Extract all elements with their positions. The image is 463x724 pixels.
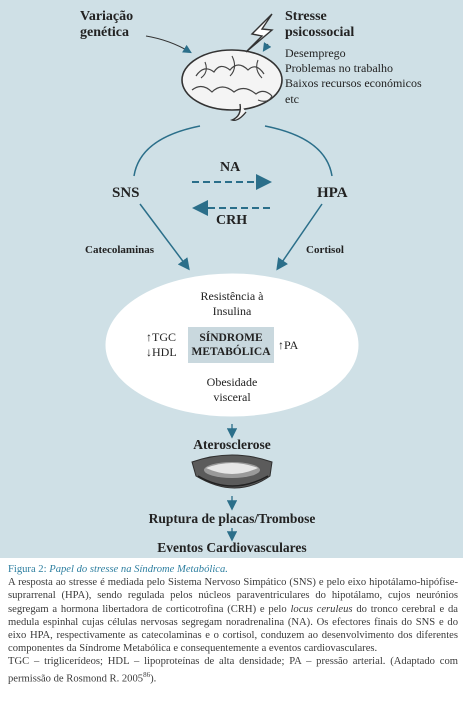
pa-label: ↑PA [278,338,299,352]
sindrome-metabolica-label: SÍNDROME METABÓLICA [191,332,271,358]
arrow-up-icon: ↑ [146,330,152,344]
stress-factor: Problemas no trabalho [285,61,393,76]
stress-factors-list: Desemprego Problemas no trabalho Baixos … [285,46,422,107]
obesidade-visceral-label: Obesidade visceral [206,375,258,404]
arrow-stress-brain [262,42,272,52]
hpa-label: HPA [317,185,348,201]
diagram-graphics [104,13,360,542]
stress-factor: etc [285,91,299,106]
variacao-genetica-label: Variação genética [80,9,134,40]
aterosclerose-label: Aterosclerose [193,437,271,452]
caption-paragraph: A resposta ao stresse é mediada pelo Sis… [8,577,459,655]
sns-label: SNS [112,185,140,201]
eventos-label: Eventos Cardiovasculares [157,540,307,555]
artery-plaque-image [191,454,273,489]
caption-heading: Figura 2: Papel do stresse na Síndrome M… [8,564,228,575]
arc-brain-hpa [264,125,333,177]
stresse-psicossocial-label: Stresse psicossocial [285,9,355,40]
stress-factor: Baixos recursos económicos [285,76,422,91]
sns-to-oval-arrow [139,203,190,271]
arrow-genetica-brain [145,35,192,54]
caption-abbreviations: TGC – triglicerídeos; HDL – lipoproteína… [8,656,458,685]
hpa-to-oval-arrow [276,203,323,271]
tgc-hdl-label: ↑TGC ↓HDL [146,330,177,359]
figure-caption: Figura 2: Papel do stresse na Síndrome M… [8,563,458,685]
lightning-icon [245,13,274,53]
resistencia-insulina-label: Resistência à Insulina [200,289,264,318]
na-label: NA [220,160,241,175]
stress-factor: Desemprego [285,46,346,60]
arrow-down-icon: ↓ [146,345,152,359]
arc-brain-sns [133,125,201,177]
ruptura-label: Ruptura de placas/Trombose [148,511,316,526]
sindrome-box [188,327,274,363]
crh-label: CRH [216,213,248,228]
catecolaminas-label: Catecolaminas [85,244,155,256]
arrow-up-icon: ↑ [278,338,284,352]
brain-icon [181,49,283,122]
cortisol-label: Cortisol [306,244,344,256]
